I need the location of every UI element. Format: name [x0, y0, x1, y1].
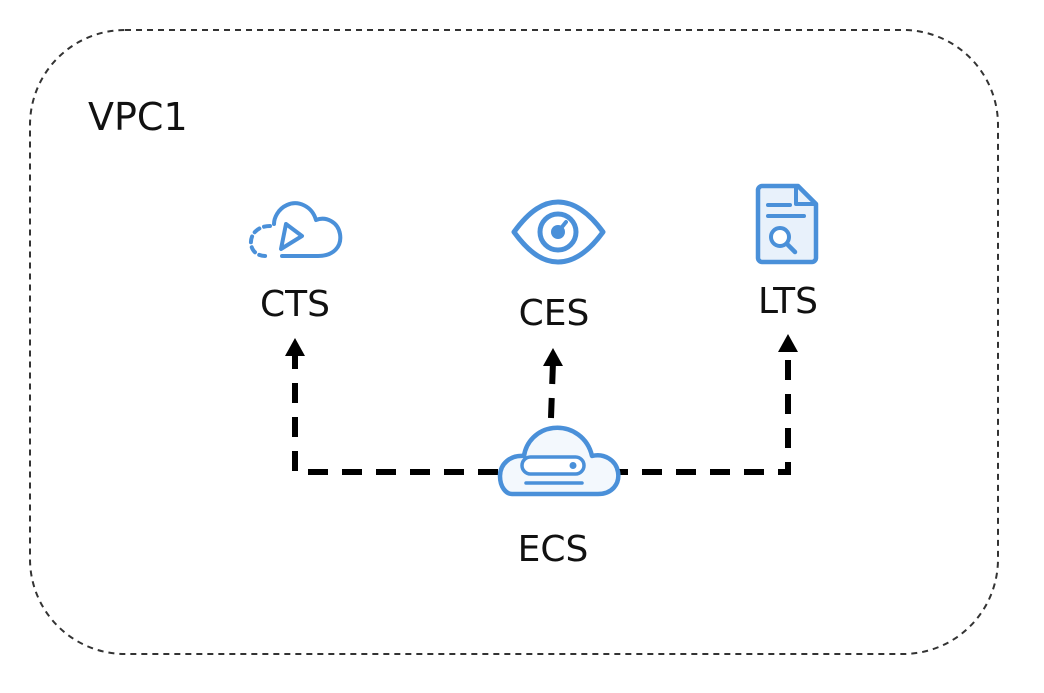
connectors — [292, 352, 791, 475]
log-document-search-icon — [755, 183, 819, 265]
vpc-label: VPC1 — [88, 95, 188, 139]
arrowhead-cts — [285, 338, 305, 356]
vpc-boundary — [29, 29, 999, 655]
node-label-cts: CTS — [260, 284, 330, 325]
node-label-lts: LTS — [758, 281, 818, 322]
node-label-ecs: ECS — [518, 529, 589, 570]
cloud-trace-icon — [248, 201, 343, 258]
edge-ecs-to-lts — [608, 352, 791, 475]
edge-ecs-to-cts — [292, 352, 498, 475]
edge-ecs-to-ces — [548, 361, 556, 419]
cloud-server-icon — [497, 425, 621, 497]
arrowhead-ces — [543, 348, 563, 366]
eye-monitor-icon — [511, 199, 606, 265]
node-label-ces: CES — [519, 293, 590, 334]
arrowhead-lts — [778, 334, 798, 352]
